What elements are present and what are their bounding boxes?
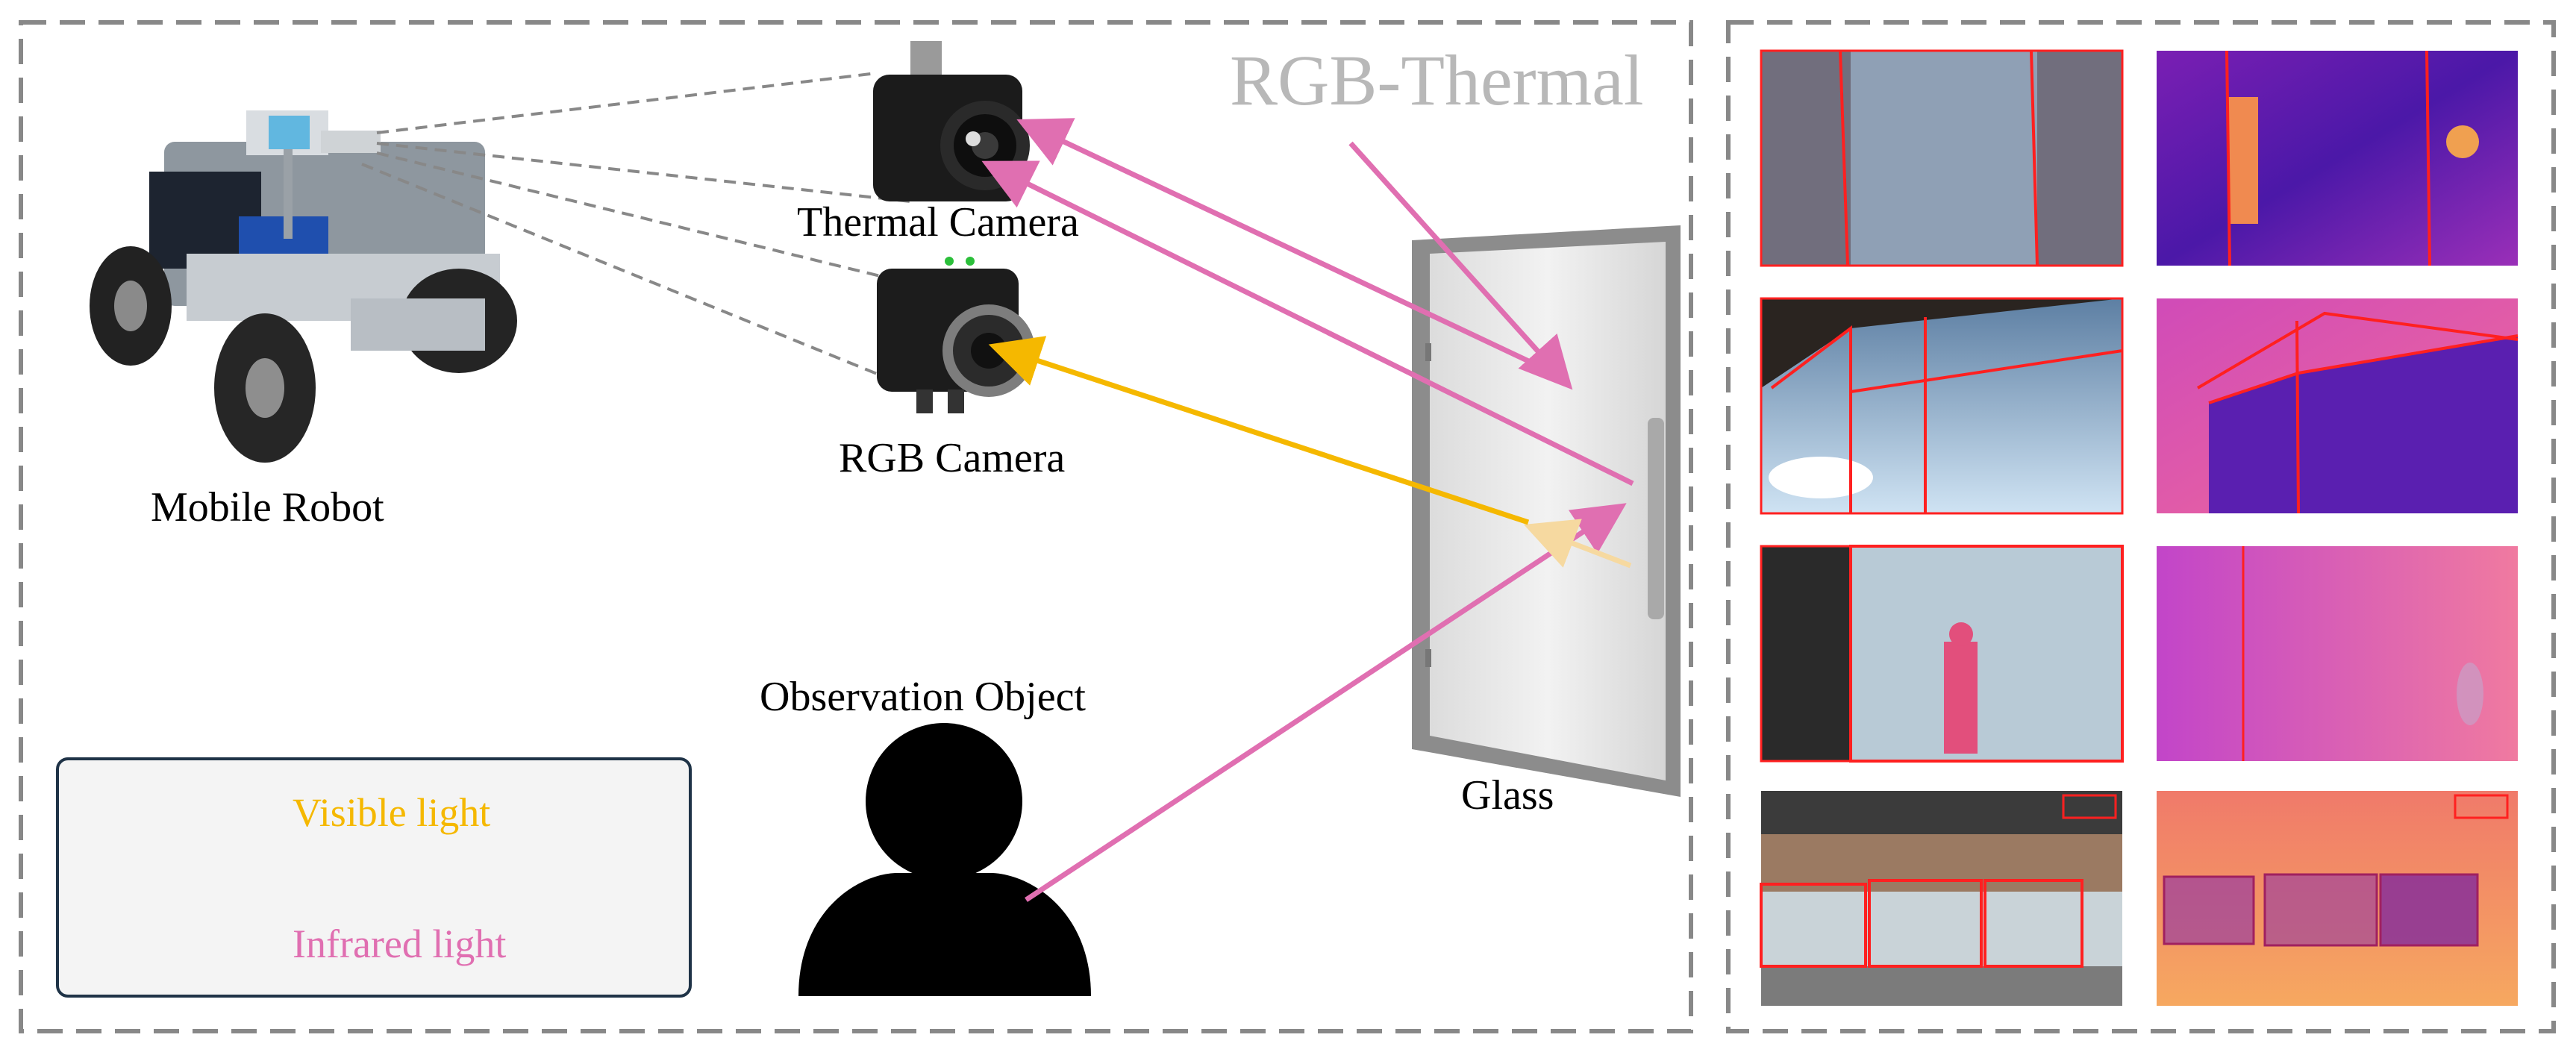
visible-rays <box>988 336 1632 569</box>
glass-label: Glass <box>1461 772 1554 819</box>
thermal-image-row-1 <box>2157 50 2518 266</box>
rgb-image-row-3 <box>1760 545 2124 763</box>
observation-object-label: Observation Object <box>760 674 1086 720</box>
rgb-image-row-1 <box>1760 49 2124 267</box>
mobile-robot-image <box>90 110 517 463</box>
rgb-image-row-2 <box>1760 297 2124 515</box>
left-panel-frame <box>19 20 1693 1033</box>
glass-panel-image <box>1412 225 1681 797</box>
connector-lines <box>361 72 911 378</box>
legend <box>56 757 692 998</box>
thermal-camera-image <box>873 41 1030 201</box>
image-grid <box>1760 49 2519 1006</box>
legend-visible-label: Visible light <box>293 790 491 835</box>
infrared-rays <box>981 118 1634 902</box>
rgb-camera-label: RGB Camera <box>839 435 1066 481</box>
thermal-image-row-4 <box>2157 791 2518 1006</box>
person-silhouette-icon <box>798 723 1091 996</box>
right-panel-frame <box>1726 20 2556 1033</box>
rgb-camera-image <box>877 257 1035 413</box>
rgb-image-row-4 <box>1760 791 2122 1006</box>
thermal-camera-label: Thermal Camera <box>797 199 1079 245</box>
mobile-robot-label: Mobile Robot <box>151 484 384 531</box>
thermal-image-row-2 <box>2157 298 2519 514</box>
thermal-image-row-3 <box>2157 546 2518 761</box>
legend-infrared-label: Infrared light <box>293 921 507 966</box>
rgb-thermal-title: RGB-Thermal <box>1230 40 1644 120</box>
